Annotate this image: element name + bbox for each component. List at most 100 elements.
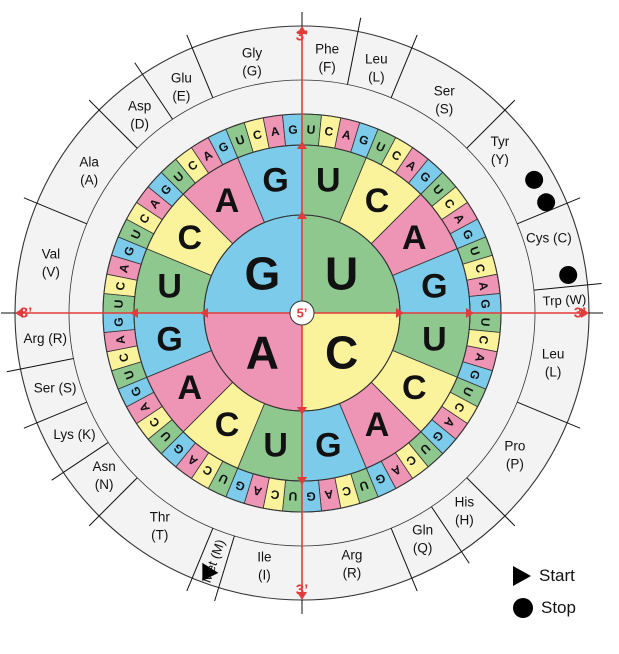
amino-acid-divider — [390, 528, 418, 592]
five-prime-label: 5’ — [297, 306, 308, 321]
third-base-letter: A — [472, 352, 488, 364]
amino-acid-21-name: Glu — [171, 71, 192, 86]
amino-acid-13-name: Thr — [150, 509, 171, 524]
amino-acid-14-name: Asn — [92, 459, 115, 474]
amino-acid-14-abbr: (N) — [95, 477, 114, 492]
second-base-letter: A — [402, 219, 427, 257]
axes — [15, 26, 589, 600]
stop-dot-icon — [513, 598, 533, 618]
amino-acid-divider — [431, 506, 470, 564]
axis-arrow — [15, 308, 23, 318]
amino-acid-divider — [533, 282, 602, 291]
third-base-letter: A — [270, 124, 281, 139]
third-base-letter: A — [341, 127, 353, 143]
amino-acid-2-name: Ser — [434, 84, 456, 99]
second-base-letter: C — [365, 182, 390, 220]
second-base-letter: C — [177, 219, 202, 257]
axis-arrow — [297, 211, 307, 219]
amino-acid-8-abbr: (H) — [455, 512, 474, 527]
second-base-letter: U — [157, 268, 182, 306]
amino-acid-divider — [346, 17, 362, 85]
amino-acid-divider — [466, 99, 516, 149]
third-base-letter: A — [113, 334, 128, 345]
center-circle — [289, 300, 315, 326]
amino-acid-9-name: Gln — [412, 522, 433, 537]
third-base-letter: C — [340, 483, 352, 499]
amino-acid-divider — [88, 99, 138, 149]
third-base-letter: G — [467, 368, 483, 382]
third-base-letter: A — [476, 281, 491, 292]
start-marker — [202, 562, 219, 581]
legend-stop-label: Stop — [541, 598, 576, 617]
third-base-letter: C — [252, 127, 264, 143]
amino-acid-divider — [466, 477, 516, 527]
third-base-letter: G — [357, 132, 371, 148]
amino-acid-19-name: Ala — [79, 154, 99, 169]
amino-acid-20-abbr: (D) — [130, 117, 149, 132]
third-base-letter: C — [113, 280, 128, 291]
amino-acid-18-abbr: (V) — [42, 265, 60, 280]
amino-acid-11-abbr: (I) — [258, 568, 271, 583]
first-base-letter: A — [246, 327, 279, 379]
amino-acid-21-abbr: (E) — [172, 89, 190, 104]
legend-start-label: Start — [539, 566, 575, 585]
axis-arrow — [297, 141, 307, 149]
second-base-letter: G — [262, 162, 288, 200]
amino-acid-5-name: Trp (W) — [542, 292, 586, 309]
third-base-letter: C — [476, 335, 491, 346]
amino-acid-10-abbr: (R) — [343, 566, 362, 581]
stop-marker — [559, 265, 578, 284]
second-base-letter: U — [422, 320, 447, 358]
third-base-letter: G — [478, 299, 492, 309]
amino-acid-3-abbr: (Y) — [491, 152, 509, 167]
amino-acid-8-name: His — [455, 494, 475, 509]
amino-acid-7-name: Pro — [504, 439, 525, 454]
amino-acid-22-name: Gly — [242, 45, 263, 60]
first-base-letter: G — [245, 247, 281, 299]
amino-acid-1-abbr: (L) — [368, 70, 385, 85]
third-base-letter: C — [472, 263, 488, 275]
third-base-letter: A — [323, 487, 334, 502]
second-base-letter: G — [421, 268, 447, 306]
amino-acid-0-abbr: (F) — [318, 60, 335, 75]
legend-start: Start — [513, 566, 575, 586]
second-base-letter: C — [402, 369, 427, 407]
amino-acid-17-name: Arg (R) — [23, 331, 67, 346]
third-base-letter: U — [112, 299, 126, 308]
second-base-letter: A — [365, 406, 390, 444]
third-base-letter: C — [324, 124, 335, 139]
third-base-letter: C — [116, 351, 132, 363]
second-base-letter: C — [215, 406, 240, 444]
amino-acid-divider — [6, 357, 74, 373]
amino-acid-divider — [186, 528, 214, 592]
second-base-letter: A — [177, 369, 202, 407]
second-base-letter: G — [315, 426, 341, 464]
third-base-letter: G — [233, 478, 247, 494]
amino-acid-6-abbr: (L) — [545, 364, 562, 379]
amino-acid-3-name: Tyr — [491, 134, 510, 149]
third-base-letter: A — [116, 262, 132, 274]
second-base-letter: U — [263, 426, 288, 464]
three-prime-label: 3’ — [296, 28, 309, 45]
axis-arrow — [297, 477, 307, 485]
axis-arrow — [200, 308, 208, 318]
amino-acid-19-abbr: (A) — [80, 172, 98, 187]
third-base-letter: C — [269, 487, 280, 502]
amino-acid-divider — [517, 401, 581, 429]
amino-acid-divider — [51, 442, 109, 481]
start-triangle-icon — [513, 566, 531, 586]
amino-acid-0-name: Phe — [315, 42, 339, 57]
three-prime-label: 3’ — [574, 305, 587, 322]
second-base-letter: U — [316, 162, 341, 200]
amino-acid-20-name: Asp — [128, 99, 151, 114]
second-base-letter: G — [156, 320, 182, 358]
amino-acid-6-name: Leu — [542, 346, 565, 361]
amino-acid-divider — [134, 62, 173, 120]
second-base-letter: A — [215, 182, 240, 220]
first-base-letter: C — [325, 327, 358, 379]
amino-acid-16-name: Ser (S) — [34, 380, 77, 395]
stop-marker — [537, 193, 556, 212]
amino-acid-13-abbr: (T) — [151, 527, 168, 542]
axis-arrow — [581, 308, 589, 318]
